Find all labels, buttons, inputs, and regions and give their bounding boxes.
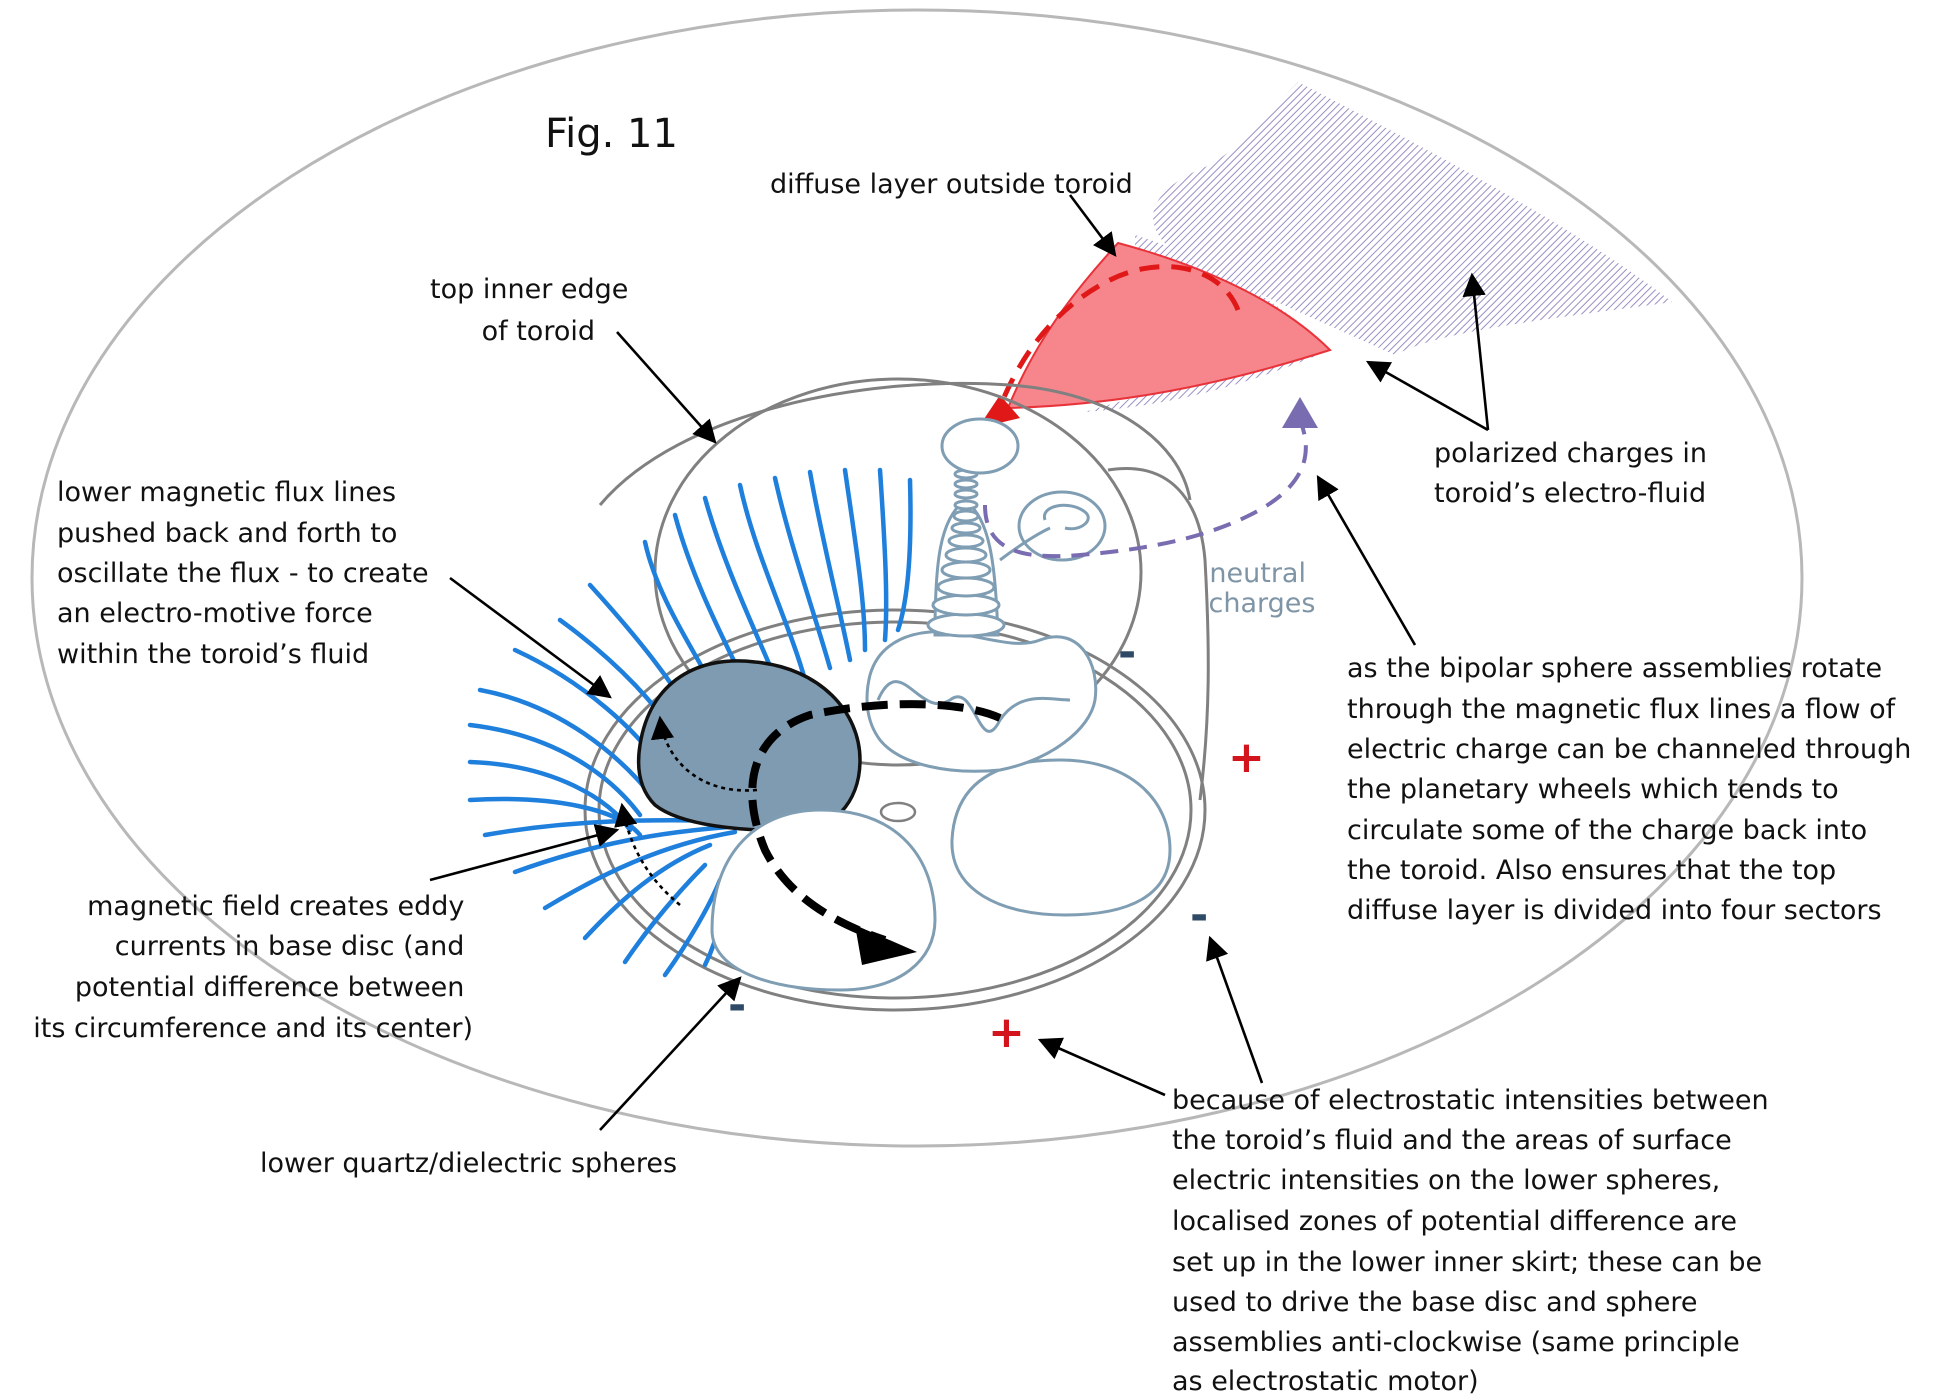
leader-electrostatic-minus: [1206, 935, 1264, 1084]
lower-spheres-label: lower quartz/dielectric spheres: [260, 1148, 677, 1179]
minus-sign-upper: -: [1118, 627, 1136, 678]
purple-arrowhead: [1282, 397, 1318, 428]
leader-quartz: [599, 976, 742, 1131]
figure-title: Fig. 11: [545, 111, 678, 157]
minus-sign-left: -: [728, 980, 746, 1031]
leader-electrostatic-plus: [1037, 1037, 1166, 1097]
dotted-arrow-upper: [650, 715, 758, 792]
shaded-dielectric-sphere: [636, 659, 862, 833]
leader-top-inner-edge: [616, 331, 717, 444]
lower-sphere-right: [950, 758, 1172, 917]
lower-sphere-front: [710, 808, 937, 992]
dotted-arrow-lower: [614, 802, 681, 906]
diffuse-layer-label: diffuse layer outside toroid: [770, 169, 1133, 200]
center-hole: [879, 801, 917, 823]
leader-eddy: [429, 824, 620, 882]
black-rotation-arrow: [748, 700, 1002, 944]
bipolar-rotation-label: as the bipolar sphere assemblies rotate …: [1347, 653, 1920, 926]
leader-lower-flux: [449, 576, 612, 699]
plus-sign-right: +: [1228, 732, 1265, 783]
plus-sign-bottom: +: [988, 1007, 1025, 1058]
minus-sign-right: -: [1190, 890, 1208, 941]
lower-flux-label: lower magnetic flux lines pushed back an…: [57, 477, 437, 670]
leader-polarized-region: [1462, 272, 1490, 431]
base-disc-outer: [583, 608, 1207, 1012]
leader-diffuse-layer: [1068, 194, 1117, 257]
electrostatic-label: because of electrostatic intensities bet…: [1172, 1085, 1777, 1394]
toroid-right-wall: [1107, 467, 1210, 801]
top-inner-edge-label: top inner edge of toroid: [430, 274, 637, 347]
red-dashed-flow-arrow: [992, 264, 1241, 421]
leader-bipolar: [1316, 474, 1417, 646]
top-inner-edge-arc: [598, 381, 1192, 506]
polarized-charges-label: polarized charges in toroid’s electro-fl…: [1434, 438, 1716, 509]
polarized-charge-region: [1153, 82, 1672, 355]
outer-toroid-ellipse: [30, 8, 1804, 1148]
eddy-currents-label: magnetic field creates eddy currents in …: [33, 891, 473, 1044]
central-column-assembly: [865, 417, 1107, 773]
neutral-charges-label: neutral charges: [1209, 558, 1316, 619]
diffuse-layer-sector: [1006, 241, 1332, 410]
purple-dashed-flow-arrow: [983, 419, 1308, 559]
leader-polarized-band: [1365, 360, 1489, 432]
black-rotation-arrowhead: [855, 925, 917, 965]
